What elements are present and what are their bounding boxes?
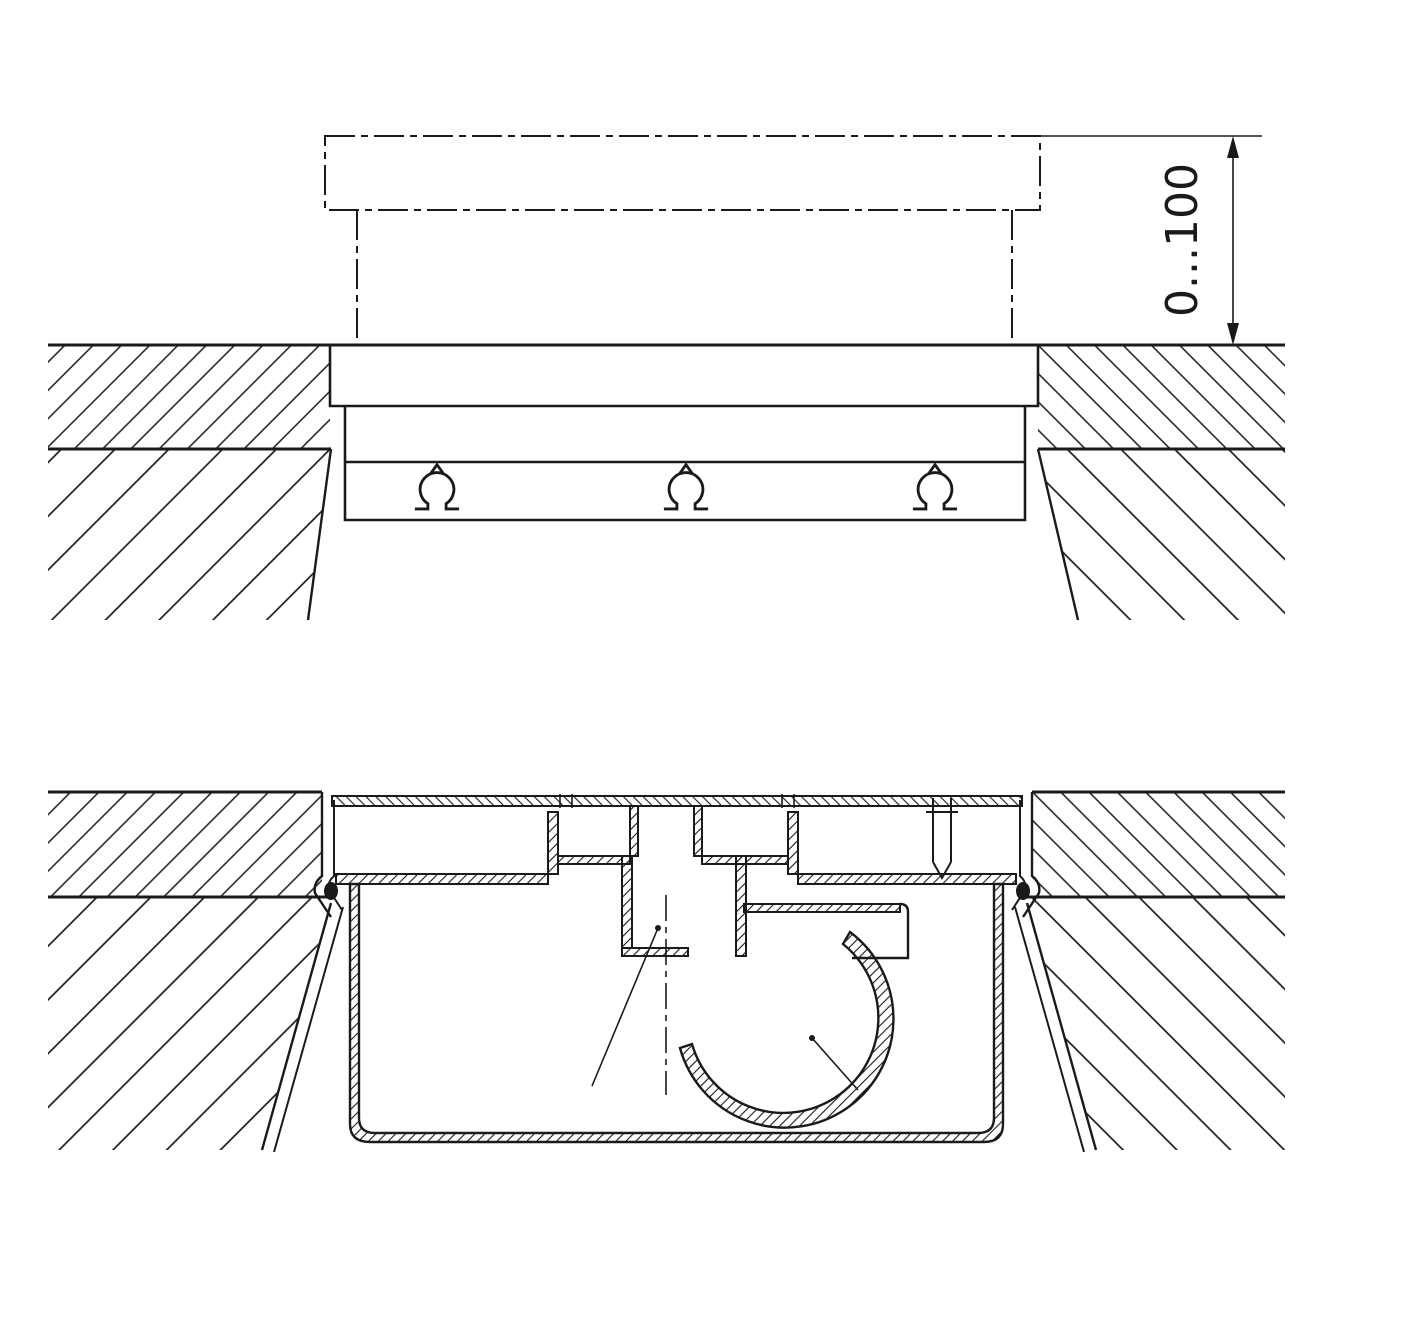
dimension-arrow-down: [1227, 323, 1239, 345]
pit-wall-left: [306, 448, 333, 621]
phantom-extension-outline: [324, 135, 1041, 344]
leader-funnel: [591, 927, 659, 1087]
anchor-clips: [414, 462, 958, 511]
membrane-left: [273, 906, 344, 1153]
upper-view-installation-section: 0...100: [48, 135, 1285, 621]
basin-shelf-left: [335, 873, 549, 885]
funnel-bottom: [621, 947, 689, 957]
frame-profile-right: [1011, 792, 1041, 918]
funnel-wall-right: [735, 855, 747, 957]
leader-trap: [811, 1037, 859, 1091]
outlet-top-wall: [743, 903, 901, 913]
dimension-label: 0...100: [1157, 163, 1208, 317]
slab-hatch-left: [48, 449, 331, 620]
anchor-clip-icon: [912, 462, 958, 511]
dimension-arrow-up: [1227, 136, 1239, 158]
screed-hatch-left: [48, 792, 322, 897]
funnel-tube-wall-left: [629, 805, 639, 857]
funnel-insert: [557, 805, 789, 957]
extension-piece-phantom-rect: [324, 135, 1041, 211]
outlet-channel: [743, 902, 910, 960]
slab-hatch-right: [1027, 897, 1285, 1150]
frame-profile-left: [313, 792, 343, 918]
slab-hatch-right: [1038, 449, 1285, 620]
grate-slot-marks: [559, 794, 795, 808]
pit-wall-right: [1025, 902, 1098, 1151]
funnel-flange-left: [557, 855, 631, 865]
funnel-wall-left: [621, 855, 633, 949]
anchor-clip-icon: [414, 462, 460, 511]
screed-hatch-right: [1038, 345, 1285, 449]
leader-funnel-dot: [655, 925, 661, 931]
screed-hatch-right: [1032, 792, 1285, 897]
lower-view-drain-section: [48, 790, 1285, 1153]
mounting-box: [328, 345, 1040, 522]
outlet-end: [852, 902, 910, 960]
funnel-flange-right: [701, 855, 789, 865]
screed-hatch-left: [48, 345, 330, 449]
pit-wall-right: [1036, 448, 1080, 621]
basin-shelf-right: [797, 873, 1017, 885]
funnel-tube-wall-right: [693, 805, 703, 857]
anchor-clip-icon: [663, 462, 709, 511]
leader-trap-dot: [809, 1035, 815, 1041]
mounting-box-rim: [328, 345, 1040, 408]
gasket-seal-left: [324, 882, 338, 900]
slab-hatch-left: [48, 897, 331, 1150]
membrane-right: [1014, 906, 1085, 1153]
gasket-seal-right: [1016, 882, 1030, 900]
trap-dome-section: [678, 930, 895, 1129]
grate-frame-strip: [331, 795, 1023, 807]
pit-wall-left: [260, 902, 333, 1151]
leader-lines: [591, 925, 859, 1091]
fixing-screw: [926, 798, 958, 881]
basin-wall-right: [787, 811, 799, 875]
basin-wall-left: [547, 811, 559, 875]
funnel-interior: [630, 864, 736, 948]
height-adjustment-dimension: 0...100: [1040, 135, 1262, 345]
